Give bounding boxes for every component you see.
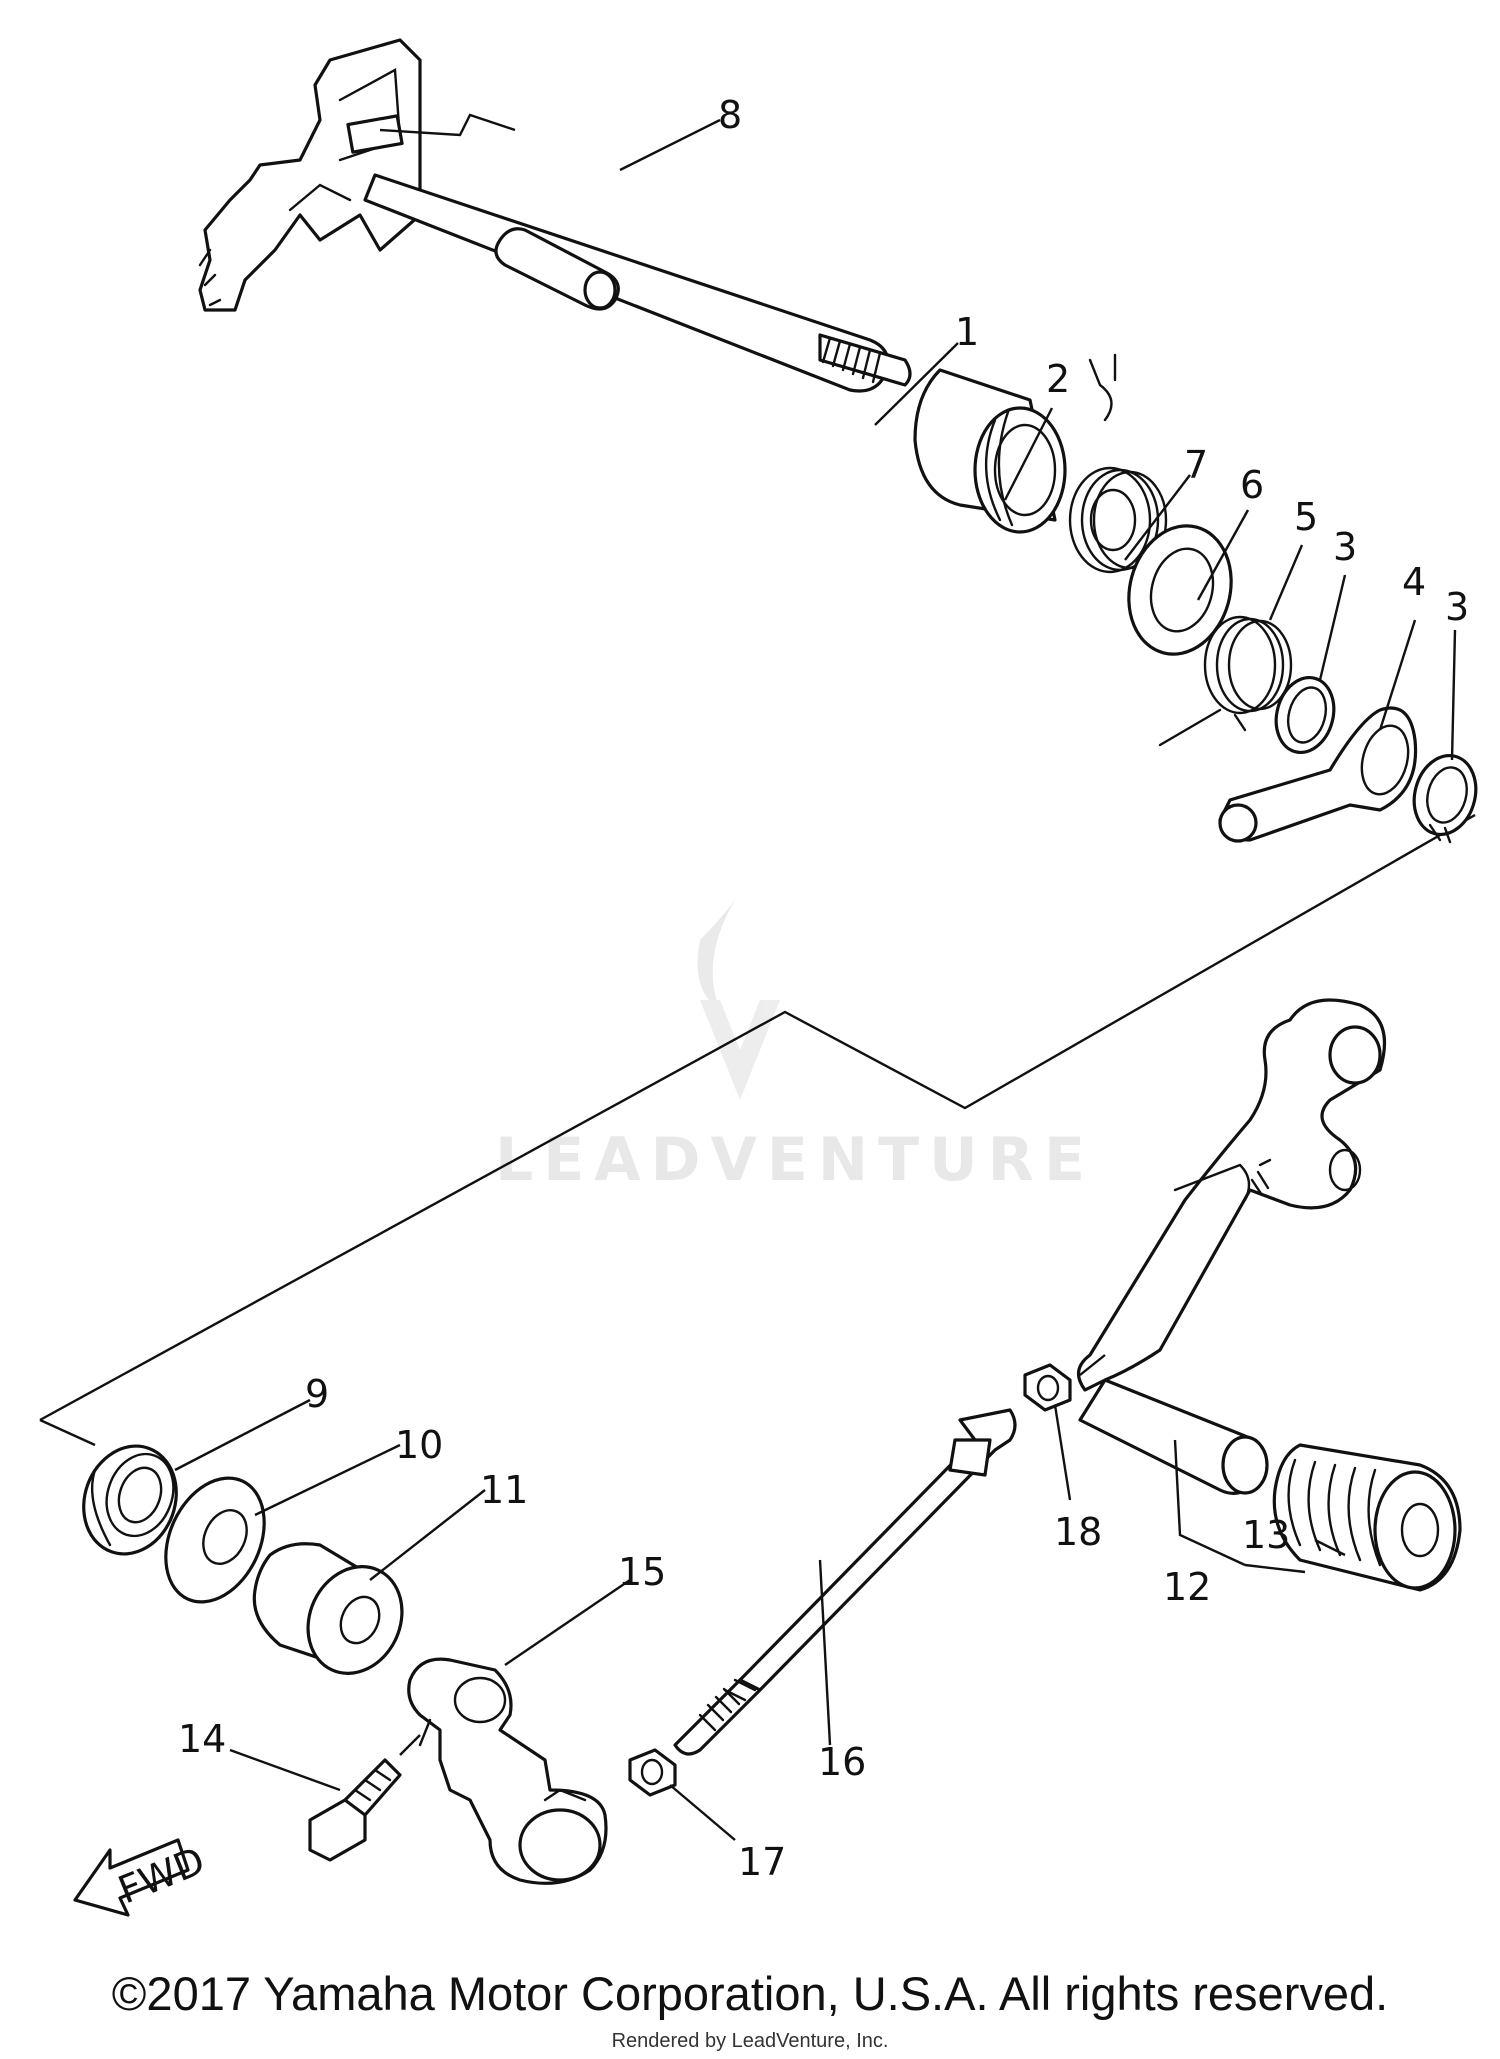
lower-leaders: [174, 1398, 1346, 1841]
callout-17: 17: [738, 1840, 786, 1884]
callout-13: 13: [1242, 1513, 1290, 1557]
shift-lever-part-15: [407, 1657, 608, 1885]
collar-part-11: [252, 1542, 404, 1675]
callout-18: 18: [1054, 1510, 1102, 1554]
upper-boundary-line: [39, 813, 1476, 1422]
arm-part-4: [1218, 706, 1418, 843]
washer-part-10: [164, 1476, 266, 1604]
copyright-notice: ©2017 Yamaha Motor Corporation, U.S.A. A…: [111, 1967, 1389, 2020]
callout-9: 9: [305, 1372, 329, 1416]
forward-direction-marker: FWD: [73, 1838, 211, 1917]
callout-2: 2: [1046, 357, 1070, 401]
callout-16: 16: [818, 1740, 866, 1784]
watermark-text: LEADVENTURE: [495, 1125, 1095, 1195]
shift-pedal-part-12: [1077, 998, 1387, 1495]
callout-3a: 3: [1333, 525, 1357, 569]
callout-5: 5: [1294, 495, 1318, 539]
callout-10: 10: [395, 1423, 443, 1467]
spring-part-5: [1158, 615, 1293, 747]
callout-1: 1: [955, 310, 979, 354]
circlip-part-3a: [1274, 675, 1336, 755]
circlip-part-3b: [1412, 753, 1478, 844]
callout-12: 12: [1163, 1565, 1211, 1609]
nut-part-18: [1023, 1354, 1106, 1412]
collar-part-2: [913, 368, 1067, 534]
bolt-part-14: [308, 1734, 421, 1862]
callout-15: 15: [618, 1550, 666, 1594]
washer-part-6: [1127, 524, 1233, 656]
rendered-by-notice: Rendered by LeadVenture, Inc.: [611, 2030, 889, 2052]
nut-part-17: [628, 1748, 677, 1797]
callout-labels: 8 1 2 7 6 5 3 4 3 9 10 11 15 14 16 17 18…: [178, 93, 1469, 1884]
shift-shaft: [198, 38, 912, 393]
oil-seal-part-9: [82, 1444, 178, 1556]
spring-part-7: [1068, 353, 1168, 574]
callout-11: 11: [480, 1468, 528, 1512]
shift-rod-part-16: [673, 1408, 1017, 1756]
upper-leaders: [619, 118, 1457, 761]
leadventure-watermark: LEADVENTURE: [495, 900, 1095, 1195]
callout-6: 6: [1240, 463, 1264, 507]
callout-4: 4: [1402, 560, 1426, 604]
callout-3b: 3: [1445, 585, 1469, 629]
footrest-rubber-part-13: [1272, 1443, 1462, 1592]
callout-7: 7: [1184, 443, 1208, 487]
boundary-tail: [39, 1418, 96, 1447]
pin-part-8: [379, 113, 620, 311]
callout-8: 8: [718, 93, 742, 137]
callout-14: 14: [178, 1717, 226, 1761]
